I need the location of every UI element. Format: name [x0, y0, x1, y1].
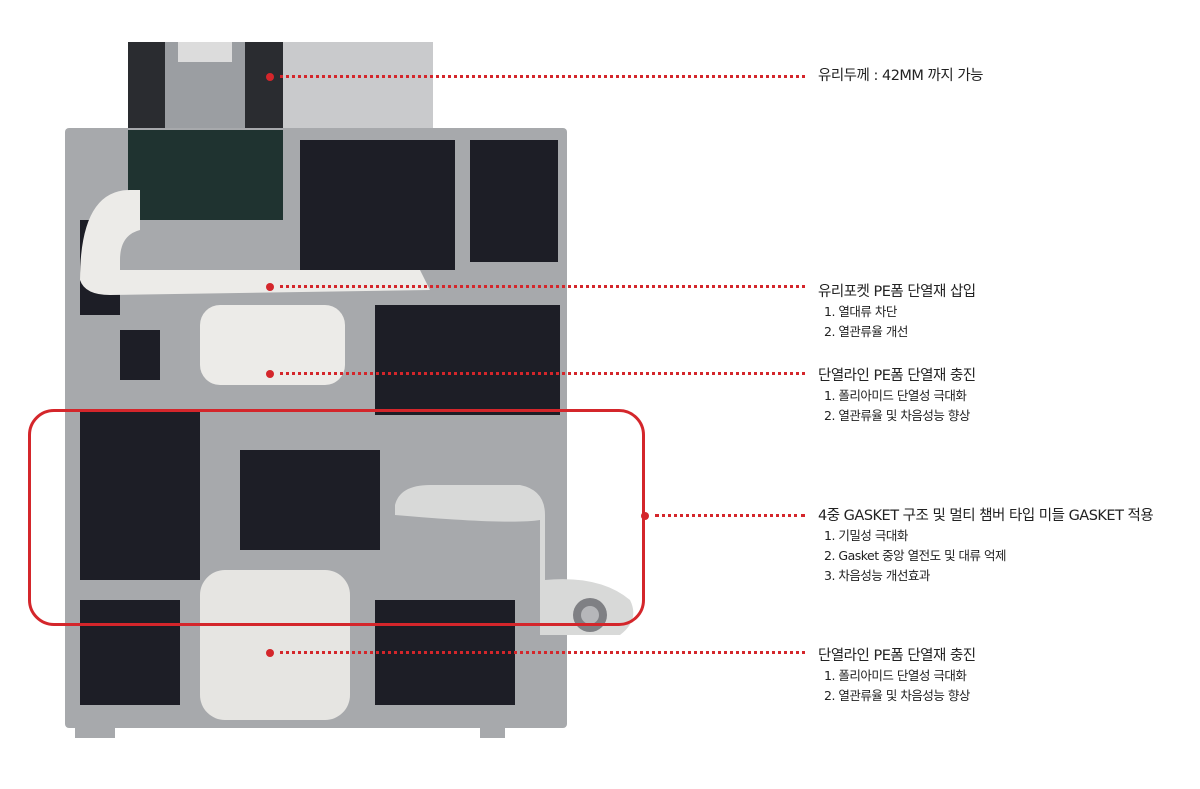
leader-line	[280, 75, 805, 78]
callout-item: 2. Gasket 중앙 열전도 및 대류 억제	[824, 548, 1007, 563]
callout-item: 3. 차음성능 개선효과	[824, 568, 930, 583]
hinge	[395, 485, 634, 635]
pe-foam-glass-pocket	[80, 190, 430, 295]
leader-line	[280, 285, 805, 288]
profile-foot	[75, 718, 115, 738]
hinge-pin-center	[581, 606, 599, 624]
callout-item: 2. 열관류율 및 차음성능 향상	[824, 408, 970, 423]
callout-item: 1. 폴리아미드 단열성 극대화	[824, 668, 967, 683]
callout-item: 1. 폴리아미드 단열성 극대화	[824, 388, 967, 403]
chamber	[120, 330, 160, 380]
leader-line	[655, 514, 805, 517]
chamber	[300, 140, 455, 270]
callout-title: 유리포켓 PE폼 단열재 삽입	[818, 284, 976, 300]
callout-item: 2. 열관류율 및 차음성능 향상	[824, 688, 970, 703]
callout-glass-thickness: 유리두께 : 42MM 까지 가능	[818, 66, 984, 86]
gasket-highlight-frame	[28, 409, 645, 626]
callout-item: 2. 열관류율 개선	[824, 324, 908, 339]
marker-dot	[266, 649, 274, 657]
marker-dot	[641, 512, 649, 520]
callout-title: 유리두께 : 42MM 까지 가능	[818, 68, 984, 84]
callout-gasket: 4중 GASKET 구조 및 멀티 챔버 타입 미들 GASKET 적용 1. …	[818, 506, 1154, 586]
callout-item: 1. 열대류 차단	[824, 304, 897, 319]
callout-title: 단열라인 PE폼 단열재 충진	[818, 648, 976, 664]
chamber	[375, 305, 560, 415]
glass-edge	[128, 130, 283, 220]
marker-dot	[266, 73, 274, 81]
callout-glass-pocket-foam: 유리포켓 PE폼 단열재 삽입 1. 열대류 차단 2. 열관류율 개선	[818, 282, 976, 342]
callout-insulation-upper: 단열라인 PE폼 단열재 충진 1. 폴리아미드 단열성 극대화 2. 열관류율…	[818, 366, 976, 426]
spacer-desiccant	[178, 42, 232, 62]
pe-foam-lower	[200, 570, 350, 720]
chamber	[80, 600, 180, 705]
chamber	[470, 140, 558, 262]
callout-insulation-lower: 단열라인 PE폼 단열재 충진 1. 폴리아미드 단열성 극대화 2. 열관류율…	[818, 646, 976, 706]
marker-dot	[266, 370, 274, 378]
leader-line	[280, 651, 805, 654]
callout-title: 단열라인 PE폼 단열재 충진	[818, 368, 976, 384]
callout-item: 1. 기밀성 극대화	[824, 528, 908, 543]
gasket-chamber	[240, 450, 380, 550]
callout-title: 4중 GASKET 구조 및 멀티 챔버 타입 미들 GASKET 적용	[818, 508, 1154, 524]
pe-foam-upper	[200, 305, 345, 385]
marker-dot	[266, 283, 274, 291]
profile-foot	[480, 718, 505, 738]
leader-line	[280, 372, 805, 375]
chamber	[80, 410, 200, 580]
